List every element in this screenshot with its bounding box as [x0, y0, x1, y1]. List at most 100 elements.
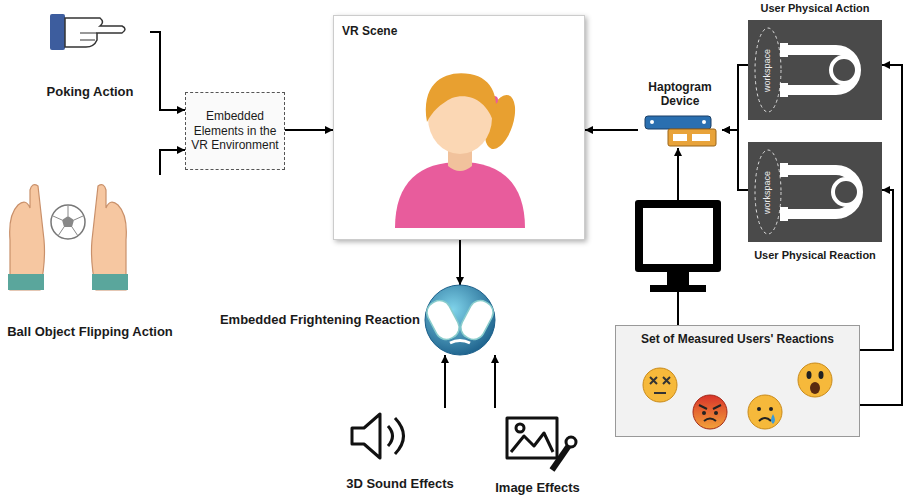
- connector-arrow: [285, 129, 333, 131]
- haptogram-device-icon-part: [645, 116, 711, 129]
- hands-ball-icon-part-part: [92, 185, 127, 290]
- user-top-view-image-part: [755, 150, 781, 234]
- monitor-icon-part: [667, 272, 689, 285]
- hands-ball-icon-part: [62, 216, 74, 227]
- girl-avatar-part: [448, 146, 472, 171]
- node-label: Poking Action: [47, 84, 134, 100]
- pointing-hand-icon-part: [80, 33, 97, 40]
- image-effects-icon-part: [516, 424, 524, 432]
- hands-ball-icon-part: [8, 185, 45, 290]
- pointing-hand-icon: [50, 14, 125, 50]
- hands-ball-icon-part-part: [10, 185, 45, 290]
- node-label: Set of Measured Users' Reactions: [641, 332, 834, 346]
- hands-ball-icon-part: [92, 185, 129, 290]
- image-effects-icon-part: [552, 444, 570, 470]
- girl-avatar-part: [479, 91, 521, 152]
- speaker-icon-part: [395, 418, 404, 454]
- sad-emoji-part: [769, 407, 773, 411]
- pointing-hand-icon-part: [50, 14, 65, 50]
- angry-emoji: [693, 395, 727, 429]
- surprised-emoji-part: [819, 371, 824, 379]
- node-label: 3D Sound Effects: [346, 476, 454, 492]
- image-node: User Physical Actionworkspace: [748, 2, 882, 120]
- dizzy-emoji-part: [643, 368, 677, 402]
- connector-arrow: [160, 150, 185, 175]
- angry-emoji-part: [702, 411, 706, 415]
- user-top-view-image-part: [780, 83, 788, 97]
- monitor-icon-part: [643, 208, 713, 264]
- connector-arrow: [459, 240, 461, 285]
- angry-emoji-part: [693, 395, 727, 429]
- device-node: Haptogram Device: [638, 80, 722, 148]
- image-effects-icon-part: [566, 437, 576, 447]
- surprised-emoji: [798, 363, 832, 397]
- user-top-view-image-part: [782, 170, 858, 214]
- sad-emoji: [748, 395, 782, 429]
- angry-emoji-part: [714, 411, 718, 415]
- icon-node: Embedded Frightening Reaction: [205, 285, 500, 355]
- girl-avatar-part: [428, 82, 492, 154]
- node-label: Haptogram Device: [638, 80, 722, 109]
- surprised-emoji-part: [810, 382, 820, 394]
- monitor-icon-part: [635, 200, 721, 272]
- dizzy-emoji-part: [650, 377, 670, 393]
- node-label: VR Scene: [342, 24, 397, 38]
- frightened-face-icon: [423, 285, 497, 355]
- connector-arrow: [677, 148, 679, 325]
- haptogram-device-icon-part: [673, 134, 687, 141]
- connector-arrow: [860, 190, 893, 350]
- node-label: User Physical Reaction: [754, 249, 876, 262]
- frightened-face-icon-part: [425, 285, 495, 355]
- monitor-icon: [635, 200, 721, 292]
- connector-arrow: [150, 32, 185, 110]
- monitor-icon-part: [650, 285, 706, 292]
- process-box: Embedded Elements in the VR Environment: [185, 92, 285, 170]
- haptogram-device-icon-part: [650, 120, 654, 124]
- pointing-hand-icon-part: [65, 18, 125, 47]
- icon-node: 3D Sound Effects: [340, 408, 460, 492]
- image-effects-icon-part: [511, 433, 553, 452]
- haptogram-device-icon-part: [692, 134, 710, 141]
- hands-ball-icon-part: [53, 206, 83, 236]
- user-top-view-image-part: [780, 207, 788, 221]
- reaction-box: Set of Measured Users' Reactions: [615, 325, 860, 437]
- hands-ball-icon-part-part: [92, 274, 128, 290]
- icon-node: Image Effects: [485, 408, 590, 496]
- user-top-view-image-part: [780, 43, 788, 57]
- image-effects-icon: [507, 418, 576, 470]
- node-label: Image Effects: [495, 480, 580, 496]
- node-label: Embedded Frightening Reaction: [220, 312, 420, 328]
- sad-emoji-part: [748, 395, 782, 429]
- icon-node: Poking Action: [30, 10, 150, 100]
- haptogram-device-icon-part: [702, 120, 706, 124]
- user-top-view-image-part: [755, 28, 781, 112]
- hands-ball-icon-part-part: [8, 274, 44, 290]
- user-top-view-image-part: [748, 142, 882, 242]
- workspace-label: workspace: [763, 48, 774, 91]
- image-node: workspaceUser Physical Reaction: [748, 142, 882, 262]
- icon-node: Ball Object Flipping Action: [5, 175, 175, 340]
- image-effects-icon-part: [507, 418, 557, 458]
- girl-avatar-part: [490, 96, 498, 104]
- user-top-view-image: [748, 142, 882, 242]
- girl-avatar: [395, 73, 525, 228]
- connector-arrow: [585, 129, 638, 131]
- girl-avatar-part: [395, 162, 525, 228]
- connector-arrow: [860, 65, 902, 405]
- sad-emoji-part: [757, 407, 761, 411]
- hands-ball-icon-part: [51, 205, 85, 239]
- user-top-view-image-part: [780, 163, 788, 177]
- frightened-face-icon-part: [423, 297, 463, 344]
- user-top-view-image-part: [782, 50, 856, 90]
- user-top-view-image-part: [831, 57, 857, 83]
- node-label: Embedded Elements in the VR Environment: [191, 109, 279, 152]
- scene-box: VR Scene: [333, 15, 585, 240]
- node-label: Ball Object Flipping Action: [7, 324, 173, 340]
- hands-ball-icon: [8, 185, 128, 290]
- connector-arrow: [722, 130, 748, 190]
- user-top-view-image-part: [748, 20, 882, 120]
- surprised-emoji-part: [798, 363, 832, 397]
- user-top-view-image: [748, 20, 882, 120]
